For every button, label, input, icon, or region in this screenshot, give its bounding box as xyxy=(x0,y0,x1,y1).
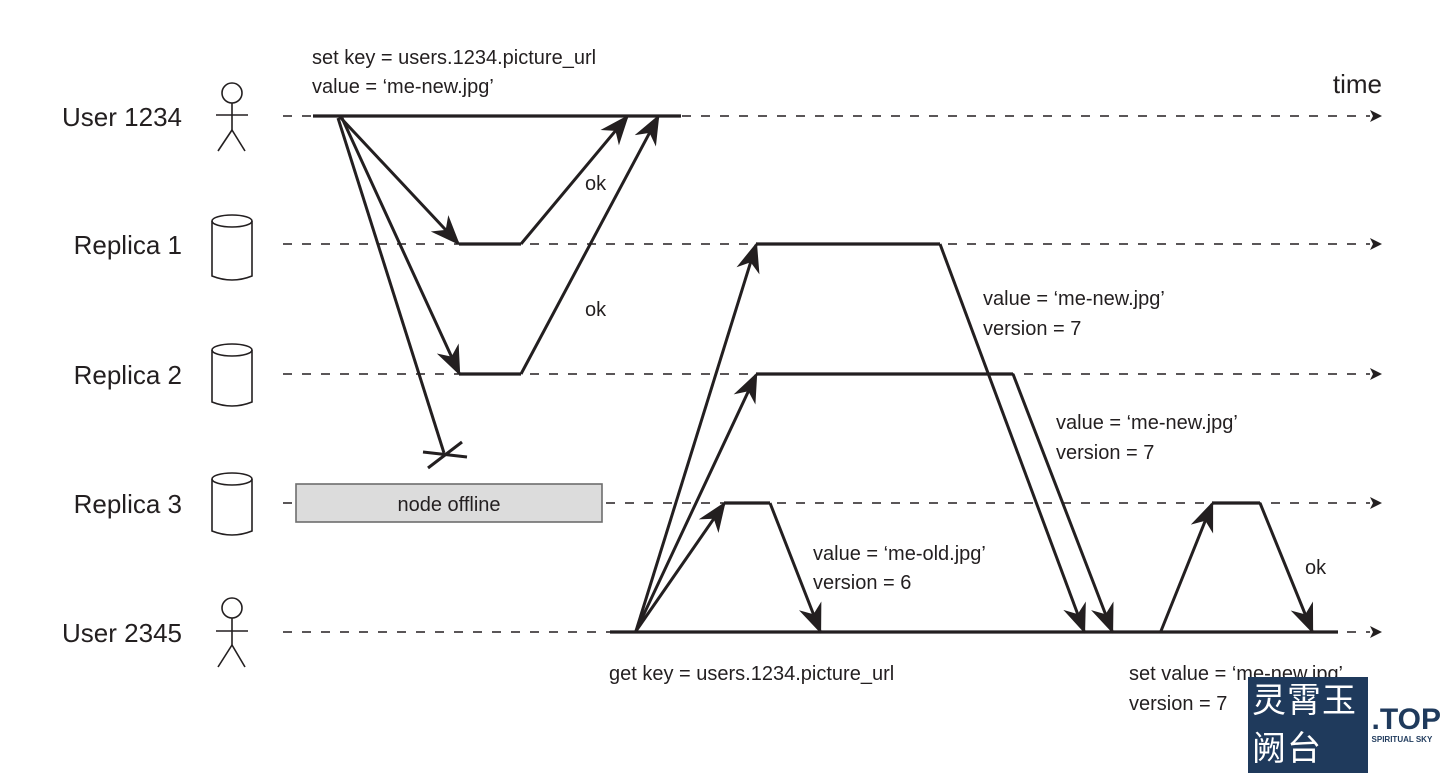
person-icon xyxy=(216,82,248,152)
time-arrowhead xyxy=(1370,238,1382,250)
write-to-replica2-arrow xyxy=(340,117,461,376)
database-icon xyxy=(211,472,253,536)
watermark: 灵霄玉阙台 .TOP SPIRITUAL SKY xyxy=(1248,677,1441,773)
person-icon xyxy=(216,597,248,668)
watermark-text: 灵霄玉阙台 xyxy=(1248,677,1368,773)
response-from-replica3-arrow xyxy=(768,502,822,634)
watermark-suffix: .TOP xyxy=(1371,703,1441,736)
read-to-replica2-arrow xyxy=(634,372,758,632)
time-arrowhead xyxy=(1370,368,1382,380)
time-arrowhead xyxy=(1370,497,1382,509)
database-icon xyxy=(211,343,253,407)
repair-request-version: version = 7 xyxy=(1129,693,1227,715)
read-to-replica1-arrow xyxy=(634,242,760,632)
repair-ok-label: ok xyxy=(1305,557,1327,579)
failed-delivery-cross-icon xyxy=(422,440,468,470)
ok-from-replica1-arrow xyxy=(519,114,629,245)
lane-label-replica2: Replica 2 xyxy=(74,360,182,390)
quorum-read-repair-diagram: User 1234 Replica 1 Replica 2 Replica 3 … xyxy=(62,47,1382,715)
node-offline-label: node offline xyxy=(397,494,500,516)
replica2-response-version: version = 7 xyxy=(1056,442,1154,464)
lane-label-user2345: User 2345 xyxy=(62,618,182,648)
write-to-replica1-arrow xyxy=(337,114,461,246)
response-from-replica1-arrow xyxy=(938,243,1086,634)
database-icon xyxy=(211,214,253,281)
time-arrowhead xyxy=(1370,110,1382,122)
time-label: time xyxy=(1333,69,1382,99)
node-offline-box: node offline xyxy=(295,483,603,523)
lane-label-user1234: User 1234 xyxy=(62,102,182,132)
time-arrowhead xyxy=(1370,626,1382,638)
replica3-response-version: version = 6 xyxy=(813,572,911,594)
ok-label-replica1: ok xyxy=(585,173,607,195)
write-to-replica3-failed-line xyxy=(336,117,446,454)
replica1-response-value: value = ‘me-new.jpg’ xyxy=(983,288,1165,310)
write-request-value: value = ‘me-new.jpg’ xyxy=(312,76,494,98)
repair-ok-arrow xyxy=(1258,502,1314,634)
repair-to-replica3-arrow xyxy=(1159,501,1214,632)
replica2-response-value: value = ‘me-new.jpg’ xyxy=(1056,412,1238,434)
ok-from-replica2-arrow xyxy=(519,114,660,375)
replica3-response-value: value = ‘me-old.jpg’ xyxy=(813,543,986,565)
write-request-key: set key = users.1234.picture_url xyxy=(312,47,596,69)
replica1-response-version: version = 7 xyxy=(983,318,1081,340)
ok-label-replica2: ok xyxy=(585,299,607,321)
lane-label-replica3: Replica 3 xyxy=(74,489,182,519)
response-from-replica2-arrow xyxy=(1011,373,1114,634)
read-request-label: get key = users.1234.picture_url xyxy=(609,663,894,685)
read-to-replica3-arrow xyxy=(634,501,726,632)
lane-label-replica1: Replica 1 xyxy=(74,230,182,260)
watermark-sub: SPIRITUAL SKY xyxy=(1371,735,1433,744)
